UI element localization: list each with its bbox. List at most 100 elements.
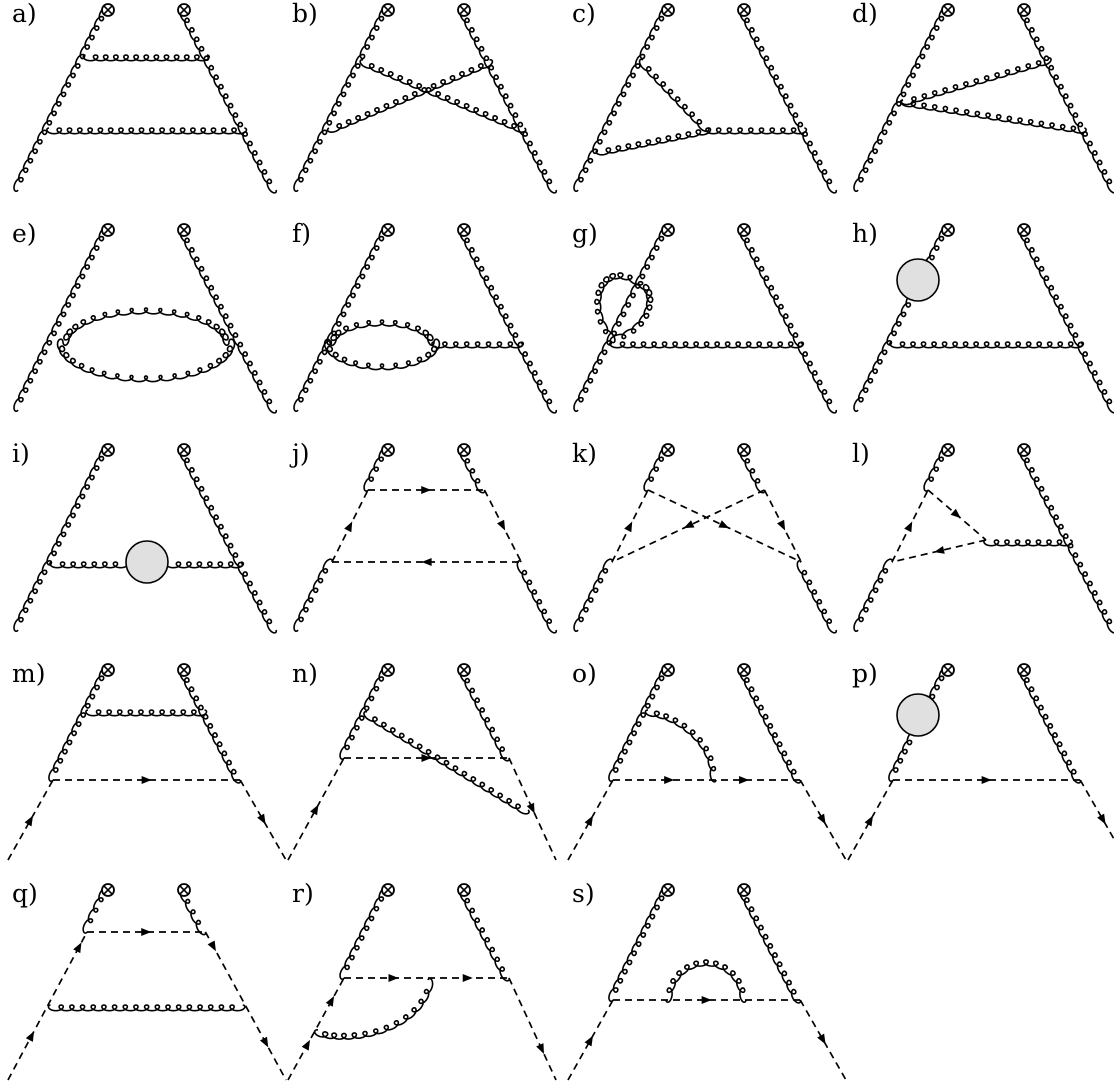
- right-gluon-leg: [740, 669, 801, 783]
- diagram-panel-m: m): [8, 659, 286, 860]
- operator-vertex-otimes: [458, 4, 470, 16]
- operator-vertex-otimes: [102, 224, 114, 236]
- operator-vertex-otimes: [662, 224, 674, 236]
- ghost-arrow: [527, 803, 535, 814]
- ghost-arrow: [739, 776, 749, 784]
- ghost-arrow: [817, 814, 825, 825]
- gluon-rung: [890, 342, 1083, 348]
- self-energy-blob: [897, 694, 939, 736]
- ghost-arrow: [310, 805, 318, 816]
- operator-vertex-otimes: [178, 224, 190, 236]
- gluon-fork-upper: [901, 58, 1051, 105]
- operator-vertex-otimes: [662, 884, 674, 896]
- panel-label: d): [852, 0, 878, 28]
- right-gluon-leg: [1020, 229, 1114, 413]
- ghost-arrow: [982, 776, 992, 784]
- operator-vertex-otimes: [662, 444, 674, 456]
- diagram-panel-n: n): [288, 659, 556, 860]
- ghost-arrow: [25, 816, 33, 827]
- gluon-bubble-upper: [330, 320, 434, 345]
- diagram-panel-q: q): [8, 879, 286, 1080]
- panel-label: l): [852, 439, 870, 468]
- ghost-arrow: [388, 974, 398, 982]
- ghost-arrow: [257, 814, 265, 825]
- operator-vertex-otimes: [458, 884, 470, 896]
- panel-label: n): [292, 659, 318, 688]
- left-gluon-leg: [294, 7, 388, 191]
- ghost-arrow: [1097, 814, 1105, 825]
- ghost-arrow: [208, 940, 216, 951]
- gluon-rung: [610, 342, 803, 348]
- ghost-arrow: [260, 1037, 268, 1048]
- diagram-panel-i: i): [12, 439, 276, 633]
- self-energy-blob: [897, 259, 939, 301]
- ghost-arrow: [142, 776, 152, 784]
- operator-vertex-otimes: [178, 884, 190, 896]
- left-gluon-leg-lower: [854, 559, 892, 631]
- panel-label: f): [292, 219, 311, 248]
- left-gluon-leg: [574, 227, 668, 411]
- right-gluon-leg: [460, 889, 509, 981]
- diagram-panel-d: d): [852, 0, 1114, 193]
- gluon-diagonal: [364, 712, 529, 814]
- gluon-rung-top: [83, 55, 209, 61]
- diagram-panel-r: r): [288, 879, 556, 1080]
- operator-vertex-otimes: [942, 444, 954, 456]
- operator-vertex-otimes: [942, 664, 954, 676]
- right-gluon-leg: [740, 9, 836, 193]
- ghost-arrow: [702, 996, 712, 1004]
- right-gluon-leg: [1020, 9, 1114, 193]
- operator-vertex-otimes: [662, 664, 674, 676]
- ghost-left-leg: [288, 978, 344, 1080]
- left-gluon-leg: [49, 667, 108, 781]
- left-gluon-leg-lower: [574, 559, 612, 631]
- gluon-loop-upper: [63, 308, 229, 345]
- gluon-triangle-bottom: [596, 128, 710, 155]
- gluon-rung-top: [86, 710, 207, 716]
- operator-vertex-otimes: [942, 224, 954, 236]
- ghost-arrow: [463, 974, 473, 982]
- ghost-arrow: [585, 1036, 593, 1047]
- ghost-arrow: [497, 520, 505, 531]
- operator-vertex-otimes: [738, 884, 750, 896]
- right-gluon-leg: [740, 889, 801, 1003]
- operator-vertex-otimes: [458, 664, 470, 676]
- gluon-rung: [706, 128, 806, 134]
- operator-vertex-otimes: [1018, 664, 1030, 676]
- ghost-arrow: [344, 522, 352, 533]
- ghost-left-leg: [8, 932, 87, 1080]
- diagram-panel-k: k): [572, 439, 836, 633]
- panel-label: b): [292, 0, 318, 28]
- gluon-arc: [315, 979, 433, 1040]
- operator-vertex-otimes: [662, 4, 674, 16]
- ghost-arrow: [302, 1040, 310, 1051]
- gluon-rung-left: [50, 562, 128, 568]
- operator-vertex-otimes: [382, 4, 394, 16]
- ghost-arrow: [141, 928, 151, 936]
- gluon-arc: [645, 710, 716, 782]
- ghost-arrow: [624, 522, 632, 533]
- panel-label: c): [572, 0, 596, 28]
- diagram-panel-p: p): [848, 659, 1114, 860]
- right-gluon-leg: [180, 669, 241, 783]
- operator-vertex-otimes: [178, 4, 190, 16]
- ghost-arrow: [777, 520, 785, 531]
- operator-vertex-otimes: [102, 884, 114, 896]
- ghost-arrow: [26, 1031, 34, 1042]
- operator-vertex-otimes: [738, 224, 750, 236]
- panel-label: o): [572, 659, 597, 688]
- left-gluon-leg: [294, 227, 388, 411]
- diagram-panel-f: f): [292, 219, 556, 413]
- left-gluon-leg-lower: [294, 559, 332, 631]
- operator-vertex-otimes: [1018, 444, 1030, 456]
- ghost-arrow: [664, 776, 674, 784]
- ghost-right-leg: [509, 978, 556, 1080]
- operator-vertex-otimes: [942, 4, 954, 16]
- panel-label: j): [289, 439, 310, 468]
- ghost-arrow: [684, 520, 695, 528]
- panel-label: e): [12, 219, 37, 248]
- right-gluon-leg: [1020, 669, 1081, 783]
- operator-vertex-otimes: [1018, 4, 1030, 16]
- panel-label: s): [572, 879, 595, 908]
